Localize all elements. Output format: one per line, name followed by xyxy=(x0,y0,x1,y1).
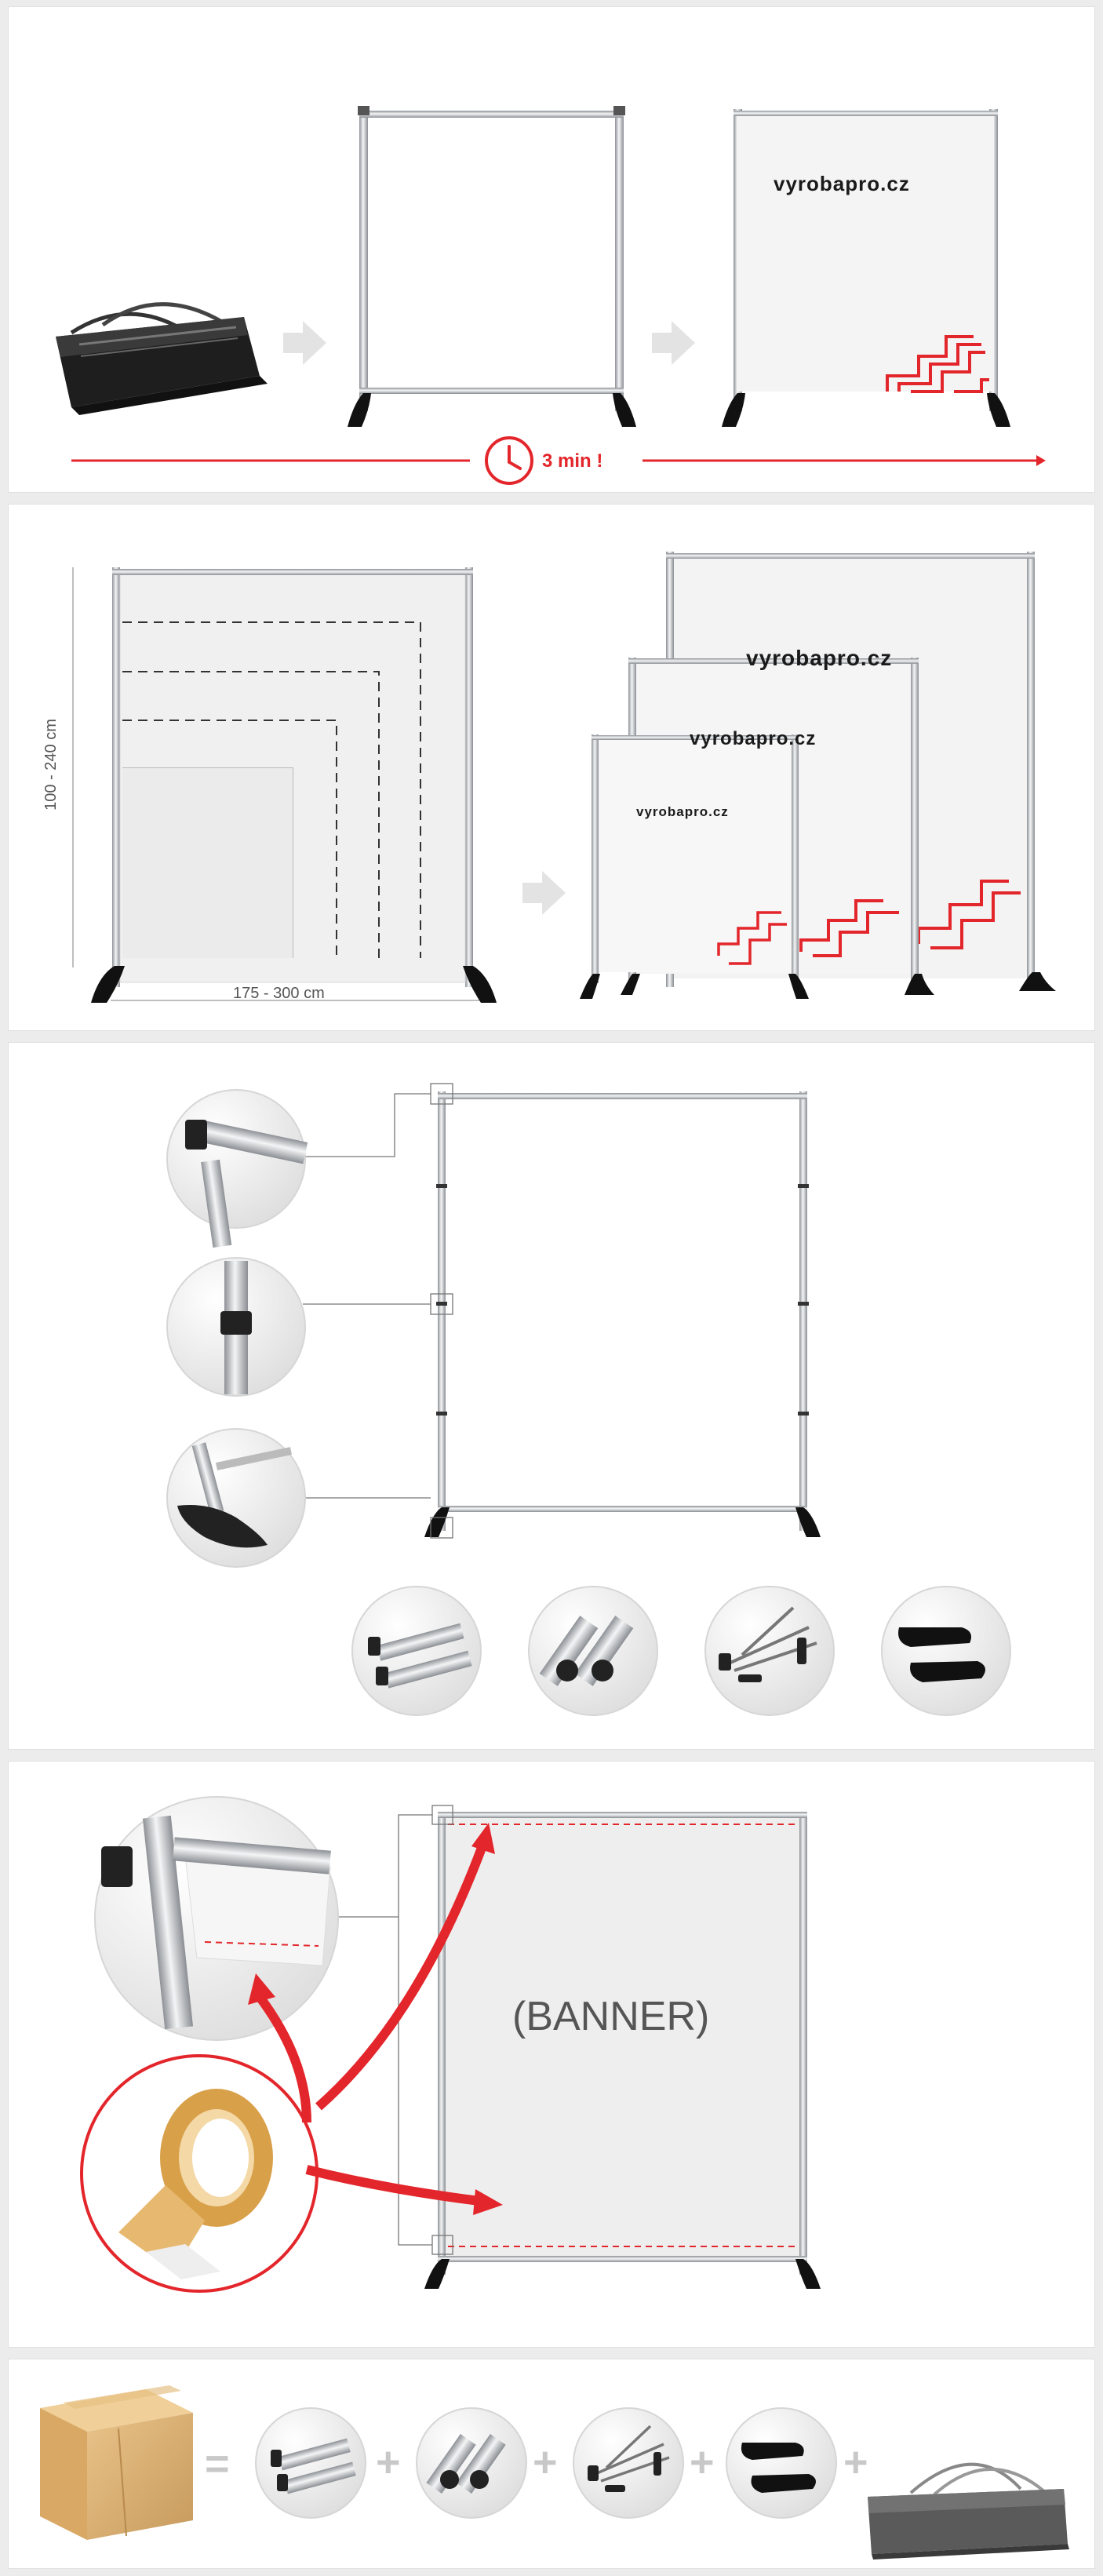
arrow-right-icon xyxy=(283,321,326,365)
banner-label: (BANNER) xyxy=(512,1994,710,2039)
red-arrow-icon xyxy=(305,2165,480,2206)
setup-panel: vyrobapro.cz 3 min ! xyxy=(8,6,1095,493)
empty-frame-icon xyxy=(348,106,636,427)
red-arrow-icon xyxy=(315,1845,486,2111)
plus-sign: + xyxy=(533,2439,558,2486)
banner-top-detail-icon xyxy=(94,1796,339,2041)
pole-ends-icon xyxy=(528,1586,658,1716)
carry-bag-icon xyxy=(56,302,268,415)
package-panel: = + + + + xyxy=(8,2359,1095,2569)
equals-sign: = xyxy=(205,2440,230,2487)
carry-bag-icon xyxy=(868,2462,1069,2560)
foot-detail-icon xyxy=(166,1428,306,1568)
sizes-panel: 100 - 240 cm 175 - 300 cm vyrobapro.cz v… xyxy=(8,504,1095,1031)
pole-lock-icon xyxy=(166,1257,306,1397)
plus-sign: + xyxy=(690,2439,715,2486)
setup-time-label: 3 min ! xyxy=(542,450,603,472)
cardboard-box-icon xyxy=(40,2385,193,2540)
plus-sign: + xyxy=(376,2439,401,2486)
logo-text-small: vyrobapro.cz xyxy=(636,804,729,819)
arrow-right-icon xyxy=(522,871,566,915)
arrow-right-icon xyxy=(652,321,695,365)
red-arrow-icon xyxy=(256,1994,311,2123)
width-dimension-label: 175 - 300 cm xyxy=(233,985,325,1002)
plus-sign: + xyxy=(843,2439,868,2486)
frame-structure-icon xyxy=(424,1091,821,1537)
tape-icon xyxy=(80,2054,319,2293)
parts-panel xyxy=(8,1042,1095,1750)
support-arms-icon xyxy=(573,2407,684,2519)
telescopic-pole-icon xyxy=(255,2407,366,2519)
height-dimension-label: 100 - 240 cm xyxy=(42,719,60,811)
banner-attach-panel: (BANNER) xyxy=(8,1761,1095,2348)
pole-ends-icon xyxy=(416,2407,527,2519)
banner-frame-icon xyxy=(722,109,1010,427)
logo-text-large: vyrobapro.cz xyxy=(746,646,893,670)
top-connector-icon xyxy=(166,1089,308,1248)
foot-icon xyxy=(881,1586,1011,1716)
banner-frame-icon xyxy=(424,1812,821,2289)
small-banner-frame-icon xyxy=(580,734,809,999)
support-arms-icon xyxy=(704,1586,835,1716)
logo-text: vyrobapro.cz xyxy=(774,172,910,195)
logo-text-medium: vyrobapro.cz xyxy=(690,728,817,749)
clock-icon xyxy=(485,436,533,485)
telescopic-pole-icon xyxy=(351,1586,482,1716)
adjustable-frame-icon xyxy=(91,567,497,1003)
foot-icon xyxy=(726,2407,837,2519)
